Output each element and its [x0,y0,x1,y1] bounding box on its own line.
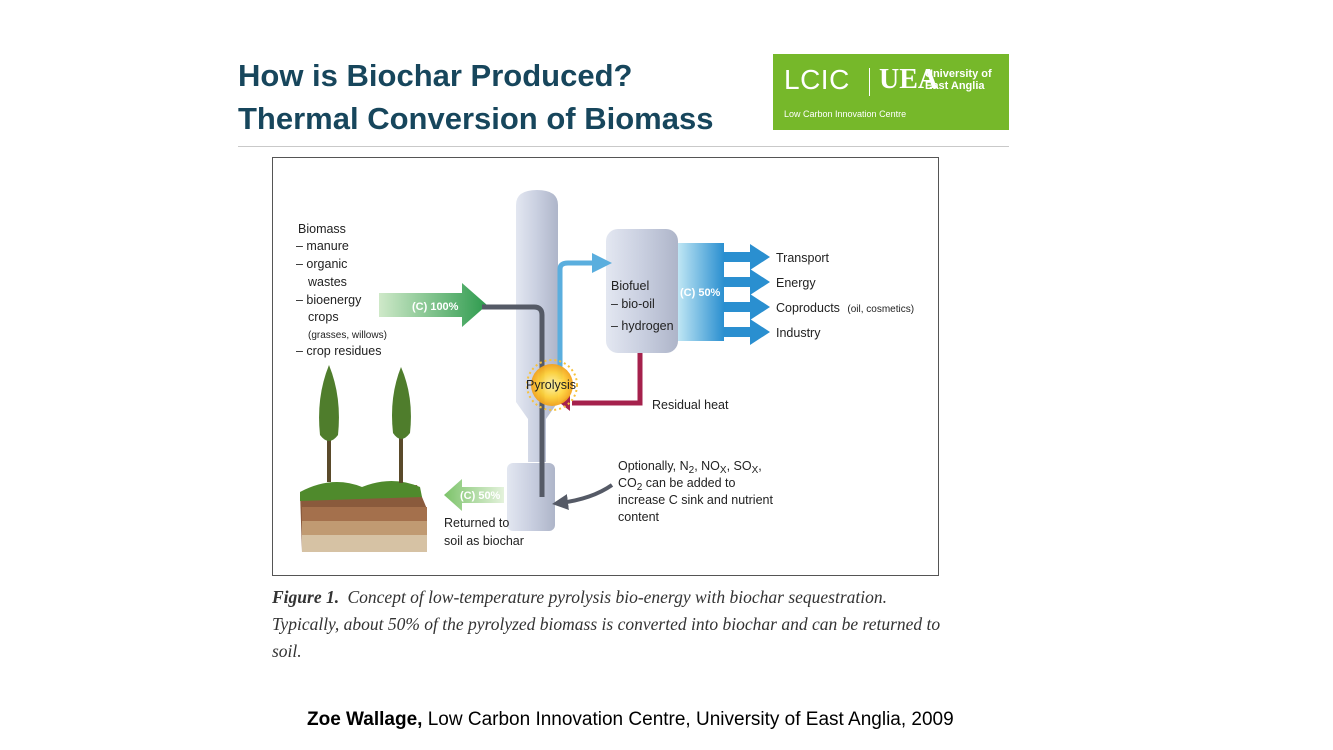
tree-icon [392,367,411,483]
output-arrows [724,244,770,345]
biofuel-flow-line [557,253,612,379]
pyrolysis-diagram: (C) 100% Pyrolysis (C) 50% Transport Ene… [296,190,914,552]
optional-additives-arrow [552,483,614,510]
output-energy: Energy [776,276,816,290]
carbon-input-arrow [379,283,487,327]
optional-note-line-1: Optionally, N2, NOX, SOX, [618,459,762,476]
output-arrow-energy [724,269,770,295]
residual-heat-label: Residual heat [652,398,729,412]
output-arrow-industry [724,319,770,345]
pyrolysis-reactor [516,190,558,462]
pyrolysis-label: Pyrolysis [526,378,576,392]
figure-frame [272,157,939,576]
biochar-collector [507,463,555,531]
logo-separator [869,68,870,96]
pyrolysis-sun-icon [526,359,578,411]
optional-note-part: , [758,459,761,473]
output-industry: Industry [776,326,821,340]
optional-note-part: CO [618,476,637,490]
optional-note-part: , SO [727,459,752,473]
biofuel-tank [606,229,678,353]
biofuel-item-bio-oil: – bio-oil [611,297,655,311]
optional-note-subscript: X [752,465,759,476]
title-divider [238,146,1009,147]
output-coproducts-note: (oil, cosmetics) [847,304,914,315]
logo-uea-text: UEA [879,64,939,95]
output-band [678,243,724,341]
figure-caption-text: Concept of low-temperature pyrolysis bio… [272,587,941,661]
biomass-item-note: (grasses, willows) [308,330,387,341]
optional-additives-note: Optionally, N2, NOX, SOX, CO2 can be add… [618,459,773,524]
biofuel-item-hydrogen: – hydrogen [611,319,674,333]
credit-affiliation: Low Carbon Innovation Centre, University… [422,709,954,730]
optional-note-line-2: CO2 can be added to [618,476,735,493]
title-line-1: How is Biochar Produced? [238,58,633,93]
soil-block [300,481,427,552]
biomass-flow-line [482,304,545,497]
optional-note-line-3: increase C sink and nutrient [618,493,773,507]
output-arrow-label: (C) 50% [680,287,721,299]
optional-note-part: can be added to [642,476,735,490]
biomass-heading: Biomass [298,222,346,236]
residual-heat-line [572,353,643,406]
credit-line: Zoe Wallage, Low Carbon Innovation Centr… [307,709,954,731]
logo-university-line-2: East Anglia [925,80,985,92]
figure-label: Figure 1. [272,587,340,607]
biomass-item: – organic [296,257,347,271]
lcic-uea-logo: LCIC UEA University of East Anglia Low C… [773,54,1009,130]
logo-university-name: University of East Anglia [925,68,992,92]
biomass-item: – manure [296,239,349,253]
output-coproducts: Coproducts (oil, cosmetics) [776,299,914,316]
returned-to-soil-line-1: Returned to [444,516,509,530]
biochar-return-label: (C) 50% [460,490,501,502]
optional-note-subscript: 2 [637,482,643,493]
logo-centre-name: Low Carbon Innovation Centre [784,109,907,119]
logo-lcic-text: LCIC [784,64,850,95]
biochar-return-arrow [444,479,504,511]
output-coproducts-label: Coproducts [776,301,840,315]
slide-title: How is Biochar Produced? Thermal Convers… [238,54,713,140]
returned-to-soil-line-2: soil as biochar [444,534,524,548]
optional-note-subscript: 2 [689,465,695,476]
figure-caption: Figure 1. Concept of low-temperature pyr… [272,584,942,665]
biomass-item: crops [308,310,339,324]
tree-icon [319,365,339,482]
logo-university-line-1: University of [925,68,992,80]
credit-author: Zoe Wallage, [307,709,423,730]
optional-note-part: , NO [694,459,720,473]
optional-note-part: Optionally, N [618,459,689,473]
carbon-input-label: (C) 100% [412,301,459,313]
output-transport: Transport [776,251,830,265]
biomass-item: – crop residues [296,344,381,358]
biomass-item: wastes [307,275,347,289]
title-line-2: Thermal Conversion of Biomass [238,101,714,136]
biofuel-heading: Biofuel [611,279,649,293]
output-arrow-coproducts [724,294,770,320]
biomass-list: Biomass – manure – organic wastes – bioe… [296,222,387,358]
output-arrow-transport [724,244,770,270]
optional-note-subscript: X [720,465,727,476]
optional-note-line-4: content [618,510,660,524]
biomass-item: – bioenergy [296,293,362,307]
